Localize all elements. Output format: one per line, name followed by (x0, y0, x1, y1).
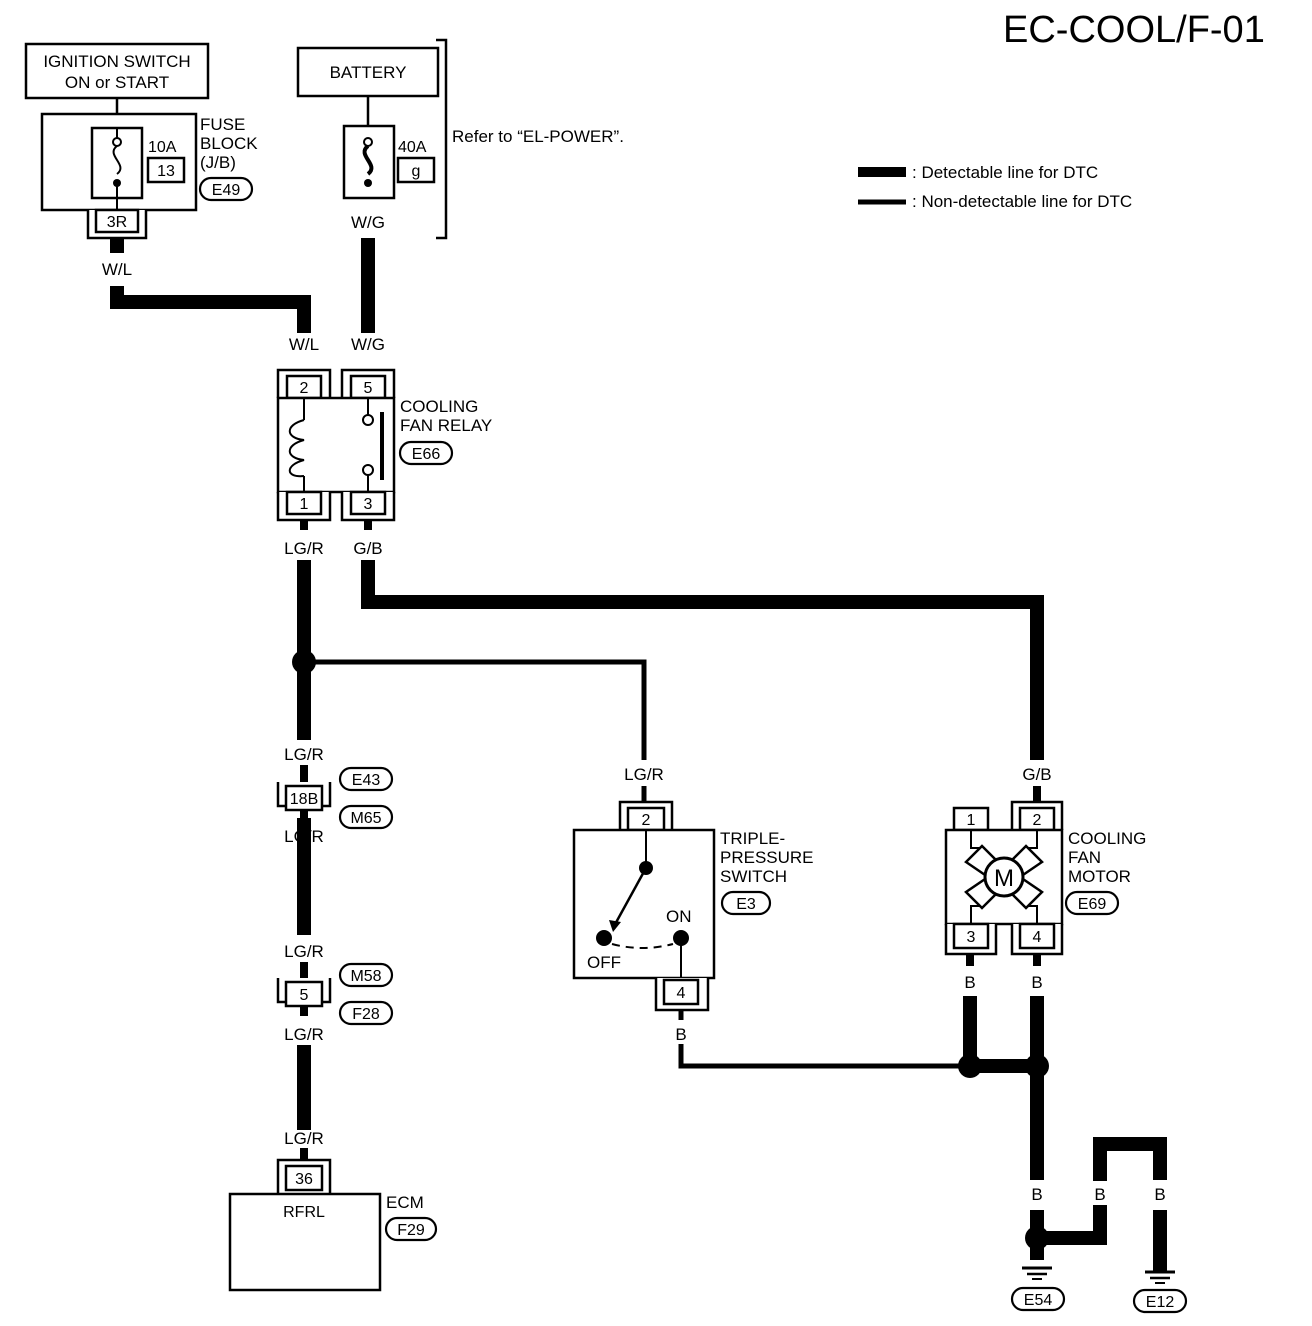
motor-label-1: COOLING (1068, 829, 1146, 848)
fuse-block-connector-oval (198, 176, 254, 202)
wire-lgr-joint2-bottom: LG/R (284, 1025, 324, 1044)
svg-text:3R: 3R (107, 214, 127, 231)
switch-pin-4 (662, 978, 700, 1006)
fuse-40a-amp: 40A (398, 139, 427, 156)
battery-label: BATTERY (330, 63, 407, 82)
wire-b-ground-2: B (1094, 1185, 1105, 1204)
svg-text:2: 2 (300, 380, 309, 397)
ground-e54-icon (1022, 1266, 1052, 1280)
wire-wg-upper: W/G (351, 213, 385, 232)
svg-text:5: 5 (364, 380, 373, 397)
ground-e12-icon (1145, 1270, 1175, 1284)
fuse-10a-amp: 10A (148, 139, 177, 156)
wire-b-ground-1: B (1031, 1185, 1042, 1204)
non-detectable-wires (304, 659, 970, 1069)
wire-b-ground-3: B (1154, 1185, 1165, 1204)
switch-label-1: TRIPLE- (720, 829, 785, 848)
svg-text:1: 1 (300, 496, 309, 513)
joint-connector-e43: E43 (352, 772, 381, 789)
wire-lgr-switch: LG/R (624, 765, 664, 784)
legend-non-detectable: : Non-detectable line for DTC (912, 192, 1132, 211)
legend-detectable: : Detectable line for DTC (912, 163, 1098, 182)
pin-3r (94, 208, 140, 234)
ecm-label: ECM (386, 1193, 424, 1212)
wire-wg-relay: W/G (351, 335, 385, 354)
splice-ground-2 (1025, 1054, 1049, 1078)
ignition-label-1: IGNITION SWITCH (43, 52, 190, 71)
fuse-block-label-1: FUSE (200, 115, 245, 134)
relay-connector: E66 (412, 446, 441, 463)
svg-text:36: 36 (295, 1171, 313, 1188)
joint2-connector-m58: M58 (350, 968, 381, 985)
ecm-pin-36 (284, 1164, 324, 1192)
wire-gb-motor: G/B (1022, 765, 1051, 784)
switch-off-label: OFF (587, 953, 621, 972)
splice-lgr (292, 650, 316, 674)
svg-text:2: 2 (1033, 812, 1042, 829)
splice-ground-3 (1025, 1226, 1049, 1250)
wire-b-motor-4: B (1031, 973, 1042, 992)
motor-m-symbol: M (994, 865, 1014, 892)
wire-lgr-joint2-top: LG/R (284, 942, 324, 961)
ecm-connector: F29 (397, 1222, 425, 1239)
fuse-40a-icon (362, 144, 374, 176)
detectable-wires (110, 238, 1167, 1272)
joint-connector-m65: M65 (350, 810, 381, 827)
svg-text:1: 1 (967, 812, 976, 829)
relay-pin-3 (349, 490, 387, 516)
svg-text:5: 5 (300, 987, 309, 1004)
svg-text:4: 4 (1033, 929, 1042, 946)
fuse-10a-icon (112, 145, 122, 175)
motor-label-3: MOTOR (1068, 867, 1131, 886)
relay-label-2: FAN RELAY (400, 416, 492, 435)
wire-lgr-relay: LG/R (284, 539, 324, 558)
triple-pressure-switch-box (572, 828, 716, 980)
splice-ground-1 (958, 1054, 982, 1078)
ecm-box (228, 1192, 382, 1292)
wire-gb-relay: G/B (353, 539, 382, 558)
relay-pin-1 (285, 490, 323, 516)
ignition-switch-box (24, 42, 210, 100)
ground-e12: E12 (1146, 1294, 1175, 1311)
motor-connector: E69 (1078, 896, 1107, 913)
svg-text:4: 4 (677, 985, 686, 1002)
switch-on-label: ON (666, 907, 692, 926)
fuse-block-label-3: (J/B) (200, 153, 236, 172)
wire-lgr-joint-bottom: LG/R (284, 827, 324, 846)
svg-text:3: 3 (967, 929, 976, 946)
wire-wl-upper: W/L (102, 260, 132, 279)
ignition-label-2: ON or START (65, 73, 169, 92)
wire-b-switch: B (675, 1025, 686, 1044)
joint2-connector-f28: F28 (352, 1006, 380, 1023)
diagram-title: EC-COOL/F-01 (1003, 9, 1265, 51)
ecm-terminal-rfrl: RFRL (283, 1204, 325, 1221)
svg-text:3: 3 (364, 496, 373, 513)
relay-coil-icon (288, 398, 305, 492)
fuse-40a-number: g (412, 163, 421, 180)
relay-label-1: COOLING (400, 397, 478, 416)
wire-lgr-joint-top: LG/R (284, 745, 324, 764)
motor-pin-4 (1018, 922, 1056, 950)
svg-text:2: 2 (642, 812, 651, 829)
legend: : Detectable line for DTC : Non-detectab… (858, 163, 1132, 211)
fuse-block-label-2: BLOCK (200, 134, 258, 153)
svg-text:18B: 18B (290, 791, 318, 808)
wire-wl-relay: W/L (289, 335, 319, 354)
motor-icon (983, 856, 1025, 898)
cooling-fan-relay-box (276, 396, 396, 494)
switch-connector: E3 (736, 896, 756, 913)
motor-pin-3 (952, 922, 990, 950)
motor-label-2: FAN (1068, 848, 1101, 867)
el-power-bracket (436, 38, 448, 240)
switch-label-2: PRESSURE (720, 848, 814, 867)
switch-label-3: SWITCH (720, 867, 787, 886)
refer-el-power: Refer to “EL-POWER”. (452, 127, 624, 146)
ground-e54: E54 (1024, 1292, 1053, 1309)
wire-lgr-ecm: LG/R (284, 1129, 324, 1148)
wire-b-motor-3: B (964, 973, 975, 992)
fuse-10a-number: 13 (157, 163, 175, 180)
switch-arm-icon (611, 867, 648, 929)
fuse-block-connector: E49 (212, 182, 241, 199)
